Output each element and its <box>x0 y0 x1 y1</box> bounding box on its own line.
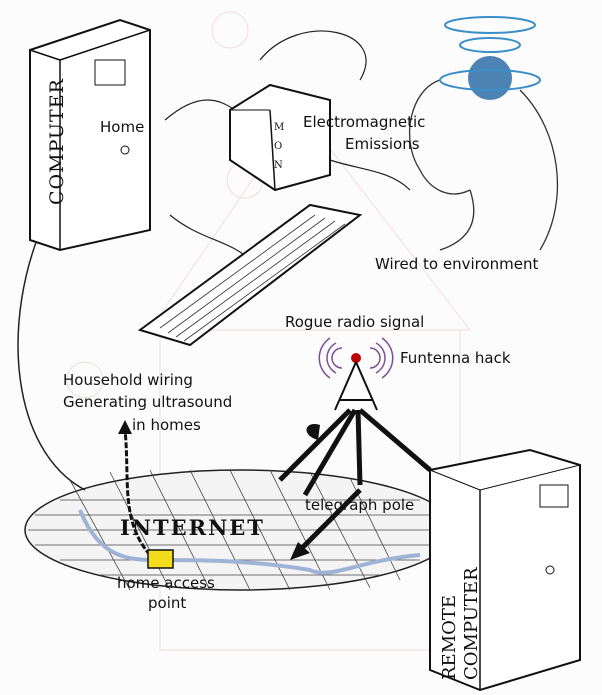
telegraph-pole-label: telegraph pole <box>305 496 415 514</box>
household-label-3: in homes <box>132 416 201 434</box>
keyboard <box>137 203 363 347</box>
access-point-label-2: point <box>148 594 187 612</box>
computer-tower <box>29 18 151 252</box>
access-point-label-1: home access <box>117 574 215 592</box>
arrow-up-household <box>118 420 132 434</box>
emissions-label-2: Emissions <box>345 135 420 153</box>
household-label-1: Household wiring <box>63 371 193 389</box>
arrow-to-internet <box>290 542 310 560</box>
computer-label: COMPUTER <box>46 78 68 205</box>
access-point-icon <box>147 549 174 569</box>
radio-tower <box>278 337 432 497</box>
woman-figure <box>408 79 558 251</box>
remote-computer <box>429 448 581 692</box>
earth-swirl <box>439 16 541 100</box>
monitor-label: MON <box>274 122 285 171</box>
radio-waves-icon <box>318 337 394 379</box>
remote-label-1: REMOTE <box>439 594 460 680</box>
funtenna-label: Funtenna hack <box>400 349 511 367</box>
emissions-label-1: Electromagnetic <box>303 113 426 131</box>
home-label: Home <box>100 118 145 136</box>
internet-label: INTERNET <box>120 515 265 540</box>
monitor <box>229 83 331 192</box>
network-wire <box>78 509 421 575</box>
remote-label-2: COMPUTER <box>461 567 482 680</box>
household-label-2: Generating ultrasound <box>63 393 233 411</box>
wired-label: Wired to environment <box>375 255 539 273</box>
rogue-signal-label: Rogue radio signal <box>285 313 425 331</box>
